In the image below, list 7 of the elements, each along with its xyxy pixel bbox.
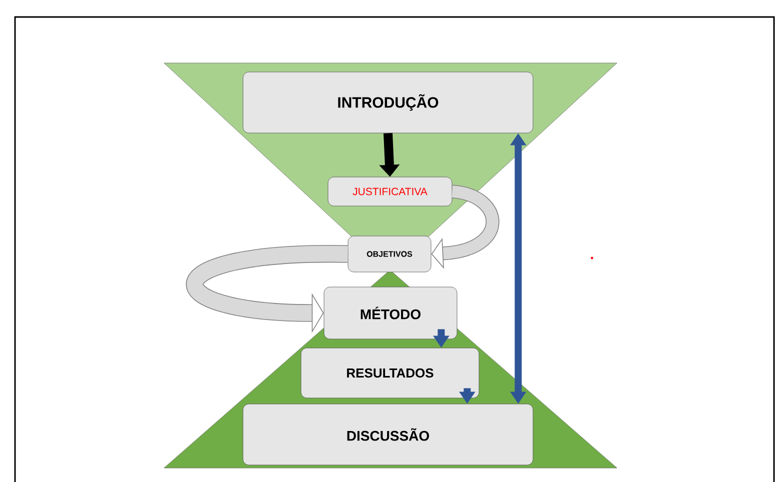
process-box: JUSTIFICATIVA [328, 176, 452, 206]
process-box: DISCUSSÃO [242, 404, 534, 466]
arrow [431, 184, 500, 269]
process-box: MÉTODO [324, 286, 458, 340]
process-box: OBJETIVOS [348, 236, 432, 272]
process-box: INTRODUÇÃO [242, 72, 534, 134]
process-box: RESULTADOS [300, 348, 480, 398]
